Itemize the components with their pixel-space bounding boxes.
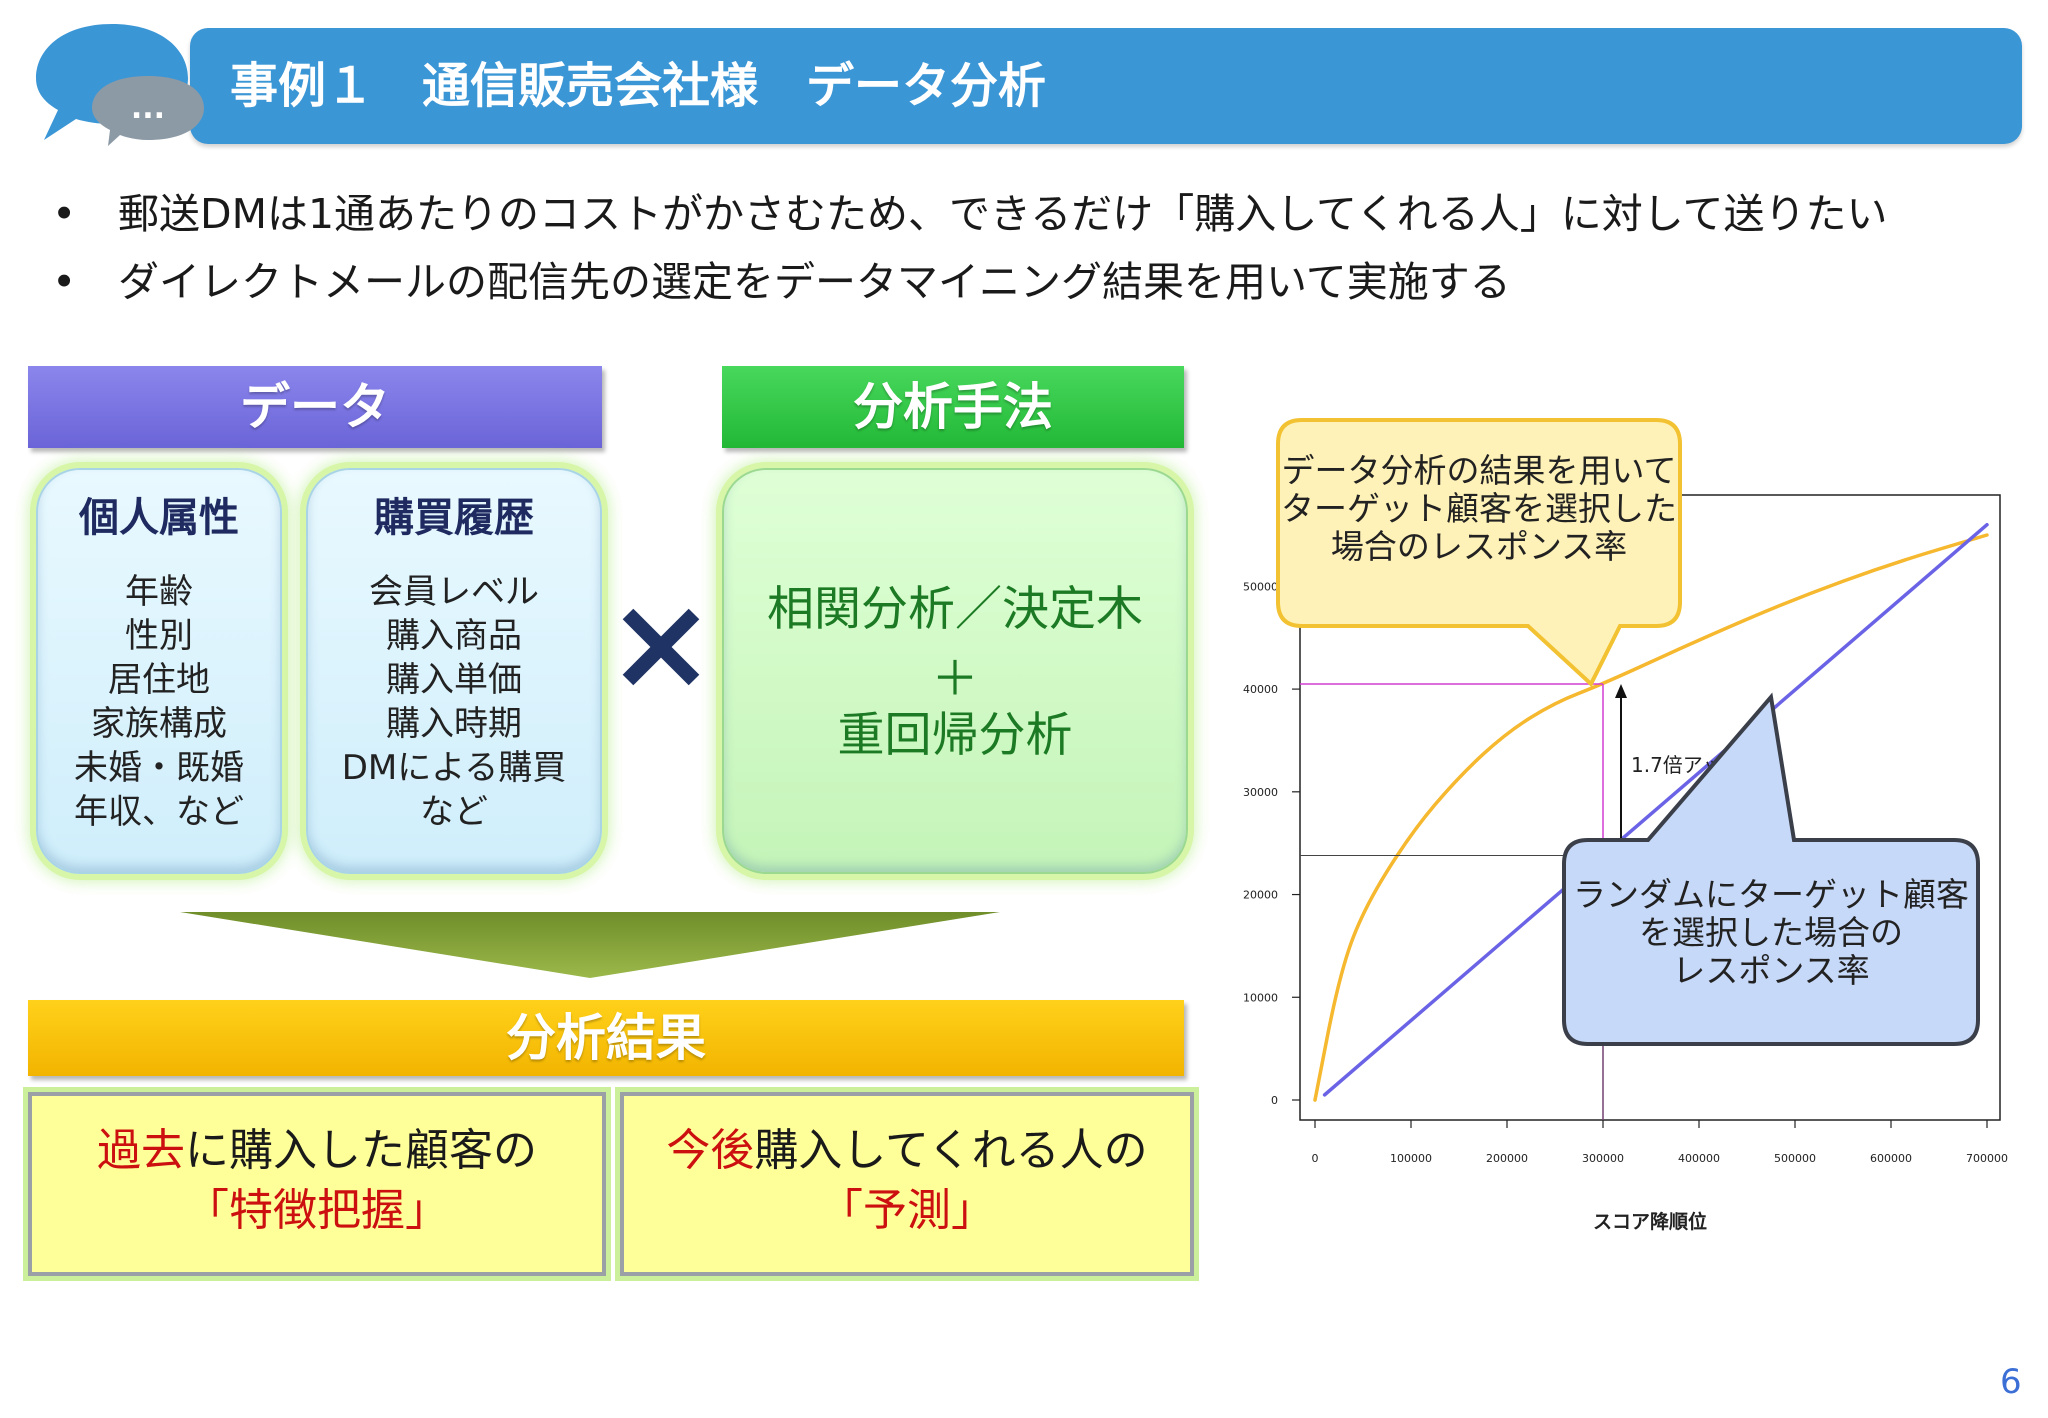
random-callout-box [1562, 692, 1980, 1046]
y-tick-label: 0 [1271, 1094, 1278, 1107]
list-item: 年齢 [125, 572, 193, 612]
bullet-dot: • [52, 190, 77, 238]
result-future-box: 今後購入してくれる人の 「予測」 [620, 1092, 1194, 1276]
x-tick-label: 100000 [1390, 1152, 1432, 1165]
result-future-highlight: 今後 [666, 1125, 755, 1176]
y-tick-label: 20000 [1243, 889, 1278, 902]
target-callout-text: 場合のレスポンス率 [1331, 527, 1627, 566]
x-tick-label: 500000 [1774, 1152, 1816, 1165]
method-plus: ＋ [931, 652, 979, 707]
x-tick-label: 300000 [1582, 1152, 1624, 1165]
bullet-item-2: • ダイレクトメールの配信先の選定をデータマイニング結果を用いて実施する [52, 252, 1511, 312]
speech-bubble-icon: ... [36, 24, 204, 146]
bullet-text-1: 郵送DMは1通あたりのコストがかさむため、できるだけ「購入してくれる人」に対して… [118, 190, 1888, 238]
personal-attributes-box: 個人属性 年齢 性別 居住地 家族構成 未婚・既婚 年収、など [36, 468, 282, 874]
bullet-text-2: ダイレクトメールの配信先の選定をデータマイニング結果を用いて実施する [118, 258, 1511, 306]
page-title: 事例１ 通信販売会社様 データ分析 [230, 58, 1047, 114]
result-past-text: に購入した顧客の [185, 1125, 537, 1176]
purchase-history-title: 購買履歴 [374, 495, 534, 541]
list-item: 会員レベル [369, 572, 539, 612]
x-tick-label: 700000 [1966, 1152, 2008, 1165]
x-tick-label: 0 [1312, 1152, 1319, 1165]
multiply-icon [622, 608, 700, 686]
method-line-1: 相関分析／決定木 [767, 582, 1143, 637]
method-section-header: 分析手法 [722, 366, 1184, 448]
random-callout-text: レスポンス率 [1672, 951, 1869, 990]
personal-attributes-list: 年齢 性別 居住地 家族構成 未婚・既婚 年収、など [38, 570, 280, 834]
speech-bubble-glyph: ... [131, 91, 165, 126]
analysis-method-box: 相関分析／決定木 ＋ 重回帰分析 [722, 468, 1188, 874]
x-tick-label: 400000 [1678, 1152, 1720, 1165]
list-item: 未婚・既婚 [74, 748, 244, 788]
increase-arrow-head [1615, 683, 1627, 698]
y-tick-label: 10000 [1243, 991, 1278, 1004]
result-past-highlight: 過去 [97, 1125, 185, 1176]
result-future-line-1: 今後購入してくれる人の [624, 1122, 1190, 1180]
y-tick-label: 30000 [1243, 786, 1278, 799]
list-item: 年収、など [74, 792, 244, 832]
result-section-header: 分析結果 [28, 1000, 1184, 1076]
page-number: 6 [2000, 1362, 2022, 1402]
x-tick-label: 600000 [1870, 1152, 1912, 1165]
x-axis-label: スコア降順位 [1593, 1210, 1707, 1233]
y-tick-label: 40000 [1243, 683, 1278, 696]
list-item: 購入時期 [386, 704, 522, 744]
target-callout-text: ターゲット顧客を選択した [1281, 489, 1677, 528]
method-line-2: 重回帰分析 [837, 708, 1073, 763]
x-tick-label: 200000 [1486, 1152, 1528, 1165]
list-item: 購入商品 [386, 616, 522, 656]
result-future-line-2: 「予測」 [819, 1185, 995, 1236]
bullet-dot: • [52, 258, 77, 306]
purchase-history-list: 会員レベル 購入商品 購入単価 購入時期 DMによる購買 など [308, 570, 600, 834]
bullet-item-1: • 郵送DMは1通あたりのコストがかさむため、できるだけ「購入してくれる人」に対し… [52, 184, 1888, 244]
personal-attributes-title: 個人属性 [79, 495, 239, 541]
down-arrow-icon [180, 912, 1000, 978]
series-line-1 [1313, 533, 1989, 1102]
data-section-header: データ [28, 366, 602, 448]
list-item: 家族構成 [91, 704, 227, 744]
list-item: 居住地 [108, 660, 210, 700]
list-item: DMによる購買 [341, 748, 567, 788]
result-future-text: 購入してくれる人の [754, 1125, 1148, 1176]
title-bar [190, 28, 2022, 144]
purchase-history-box: 購買履歴 会員レベル 購入商品 購入単価 購入時期 DMによる購買 など [306, 468, 602, 874]
result-past-box: 過去に購入した顧客の 「特徴把握」 [28, 1092, 606, 1276]
random-callout-text: ランダムにターゲット顧客 [1573, 875, 1969, 914]
y-tick-label: 50000 [1243, 580, 1278, 593]
list-item: など [420, 792, 488, 832]
list-item: 性別 [125, 616, 193, 656]
random-callout-text: を選択した場合の [1639, 913, 1903, 952]
target-callout-text: データ分析の結果を用いて [1281, 451, 1676, 490]
target-callout-box [1276, 418, 1682, 688]
list-item: 購入単価 [386, 660, 522, 700]
result-past-line-1: 過去に購入した顧客の [32, 1122, 602, 1180]
result-past-line-2: 「特徴把握」 [185, 1185, 449, 1236]
